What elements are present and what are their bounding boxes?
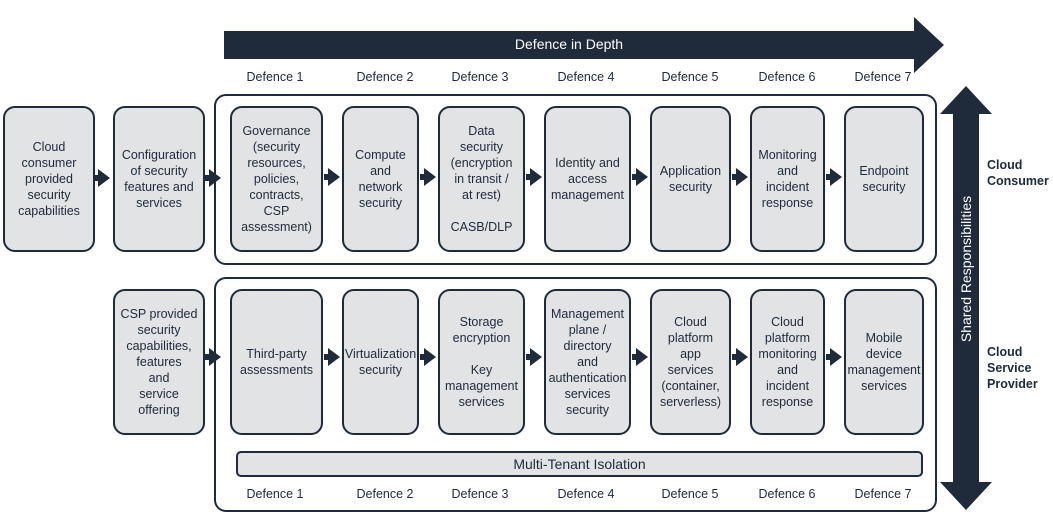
csp-capabilities-box: CSP provided security capabilities, feat…	[113, 289, 205, 435]
defence-in-depth-label: Defence in Depth	[514, 36, 624, 52]
monitoring-box: Monitoring and incident response	[750, 106, 825, 252]
defence-label-top-7: Defence 7	[854, 70, 912, 84]
identity-access-box: Identity and access management	[544, 106, 631, 252]
defence-label-top-4: Defence 4	[557, 70, 615, 84]
arrow-provider-5	[732, 348, 748, 366]
third-party-box: Third-party assessments	[230, 289, 323, 435]
defence-label-top-3: Defence 3	[451, 70, 509, 84]
defence-label-bottom-5: Defence 5	[661, 487, 719, 501]
data-security-box: Data security (encryption in transit / a…	[438, 106, 525, 252]
defence-label-top-5: Defence 5	[661, 70, 719, 84]
consumer-capabilities-box: Cloud consumer provided security capabil…	[3, 106, 95, 252]
defence-label-bottom-4: Defence 4	[557, 487, 615, 501]
cloud-consumer-label: Cloud Consumer	[987, 158, 1049, 188]
cloud-platform-monitoring-box: Cloud platform monitoring and incident r…	[750, 289, 825, 435]
defence-label-top-2: Defence 2	[356, 70, 414, 84]
arrow-provider-6	[826, 348, 842, 366]
mobile-device-box: Mobile device management services	[844, 289, 924, 435]
cloud-service-provider-label: Cloud Service Provider	[987, 345, 1038, 391]
arrow-consumer-5	[732, 168, 748, 186]
arrow-provider-4	[632, 348, 648, 366]
management-plane-box: Management plane / directory and authent…	[544, 289, 631, 435]
arrow-consumer-3	[526, 168, 542, 186]
governance-box: Governance (security resources, policies…	[230, 106, 323, 252]
arrow-provider-1	[324, 348, 340, 366]
defence-label-bottom-1: Defence 1	[246, 487, 304, 501]
arrow-consumer-to-config	[94, 169, 110, 187]
defence-label-bottom-2: Defence 2	[356, 487, 414, 501]
virtualization-box: Virtualization security	[342, 289, 419, 435]
defence-label-bottom-6: Defence 6	[758, 487, 816, 501]
shared-responsibilities-arrow	[940, 86, 992, 510]
arrow-provider-3	[526, 348, 542, 366]
storage-encryption-box: Storage encryption Key management servic…	[438, 289, 525, 435]
arrow-consumer-1	[324, 168, 340, 186]
defence-in-depth-arrow	[224, 17, 944, 73]
defence-label-top-1: Defence 1	[246, 70, 304, 84]
defence-label-bottom-3: Defence 3	[451, 487, 509, 501]
cloud-platform-app-box: Cloud platform app services (container, …	[650, 289, 731, 435]
compute-network-box: Compute and network security	[342, 106, 419, 252]
application-security-box: Application security	[650, 106, 731, 252]
arrow-consumer-6	[826, 168, 842, 186]
defence-label-bottom-7: Defence 7	[854, 487, 912, 501]
arrow-consumer-4	[632, 168, 648, 186]
defence-label-top-6: Defence 6	[758, 70, 816, 84]
multi-tenant-isolation-bar: Multi-Tenant Isolation	[236, 451, 923, 477]
arrow-csp-to-thirdparty	[205, 348, 221, 366]
arrow-provider-2	[420, 348, 436, 366]
arrow-consumer-2	[420, 168, 436, 186]
shared-responsibilities-label: Shared Responsibilities	[958, 195, 974, 343]
configuration-box: Configuration of security features and s…	[113, 106, 205, 252]
endpoint-security-box: Endpoint security	[844, 106, 924, 252]
arrow-config-to-governance	[205, 169, 221, 187]
